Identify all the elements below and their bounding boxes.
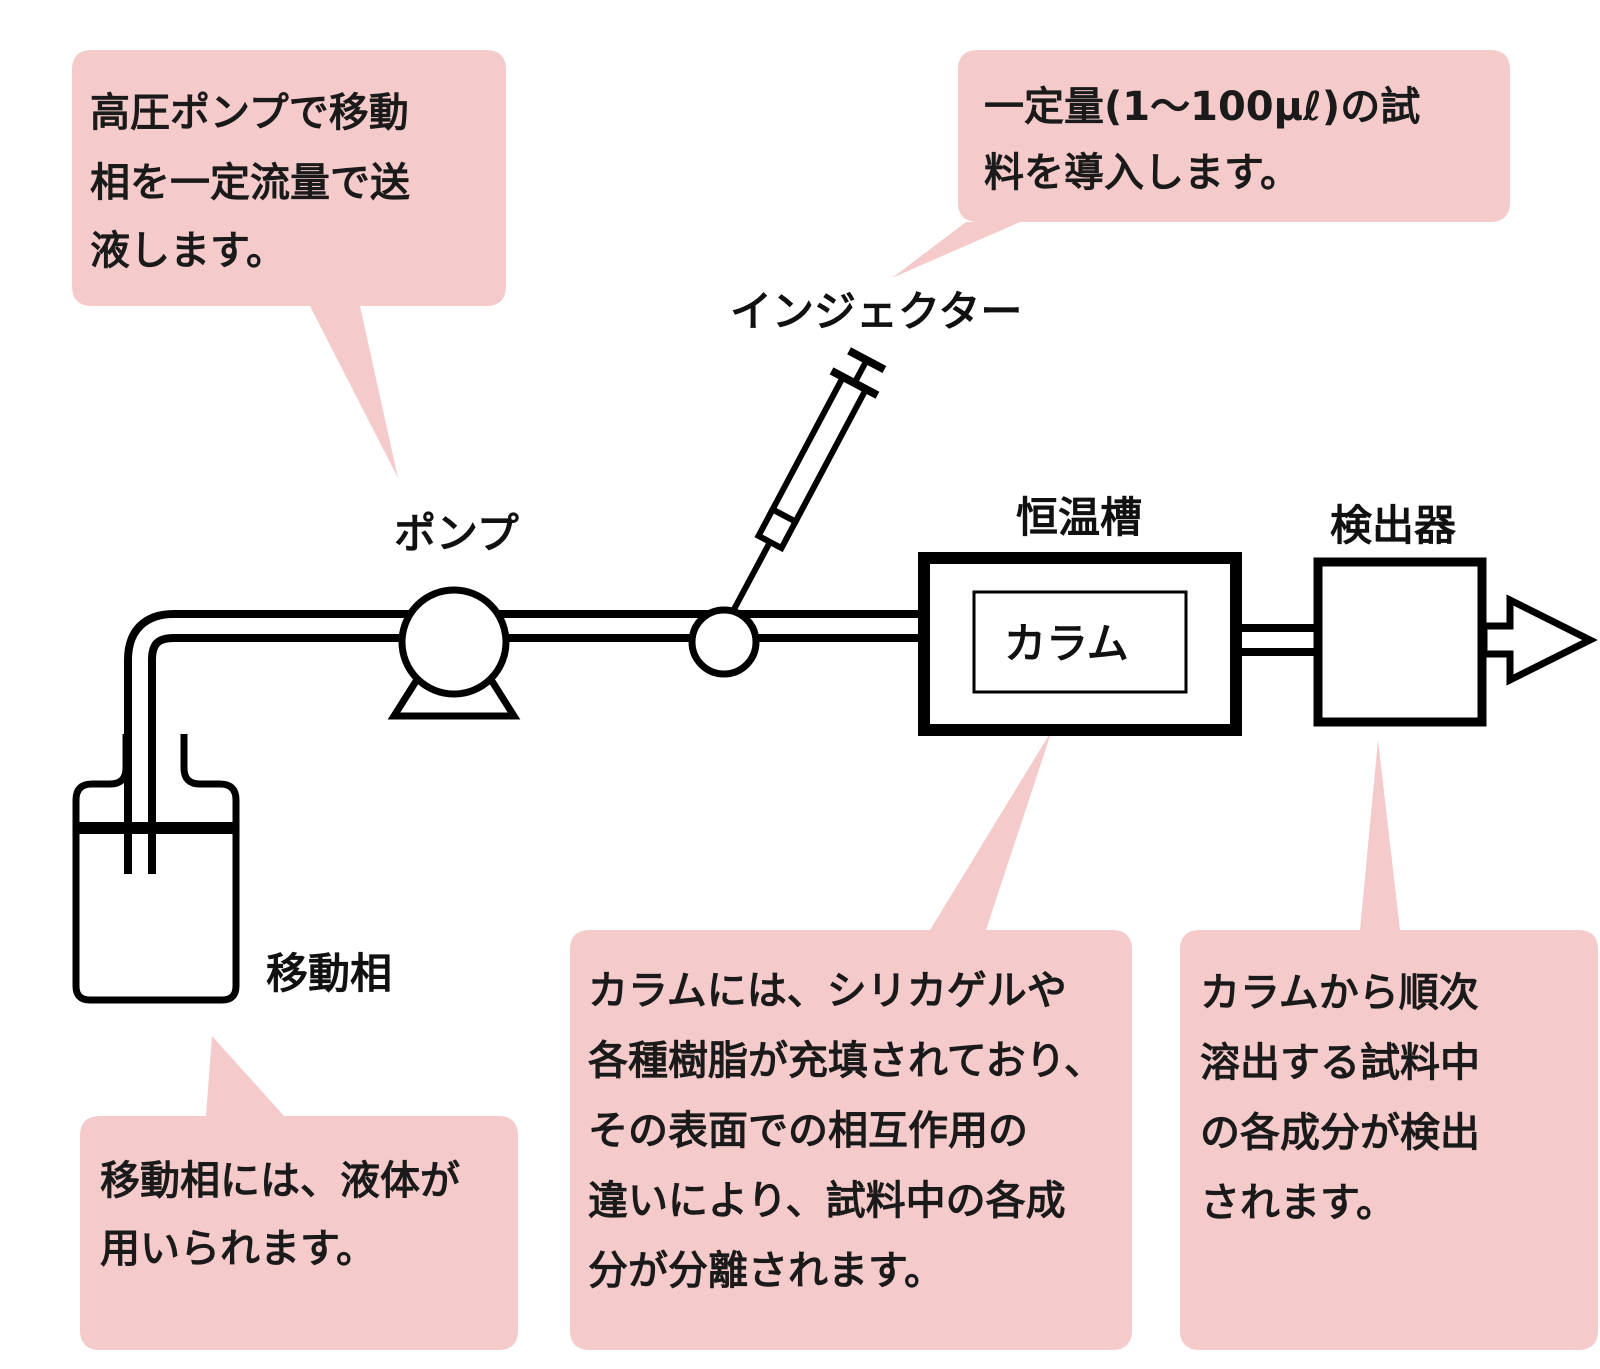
injection-valve-icon: [688, 606, 760, 678]
callout-detector-line-1: カラムから順次: [1200, 970, 1479, 1016]
callout-pump-line-2: 相を一定流量で送: [90, 160, 410, 206]
callout-column-line-3: その表面での相互作用の: [588, 1108, 1028, 1154]
detector-box: [1313, 557, 1487, 727]
outlet-arrow-icon: [1480, 594, 1598, 686]
callout-mobile-phase-line-2: 用いられます。: [100, 1226, 376, 1272]
callout-column: カラムには、シリカゲルや 各種樹脂が充填されており、 その表面での相互作用の 違…: [570, 730, 1132, 1350]
callout-column-line-4: 違いにより、試料中の各成: [588, 1178, 1066, 1224]
callout-column-bubble: [570, 730, 1132, 1350]
bottle-icon: [72, 734, 240, 1004]
callout-mobile-phase-bubble: [80, 1036, 518, 1350]
callout-detector-bubble: [1180, 740, 1598, 1350]
callout-column-line-1: カラムには、シリカゲルや: [588, 968, 1067, 1014]
column-box: [972, 590, 1188, 694]
callout-pump-bubble: [72, 50, 506, 478]
label-mobile-phase: 移動相: [266, 949, 392, 998]
callout-pump-line-3: 液します。: [90, 228, 286, 274]
callout-mobile-phase-line-1: 移動相には、液体が: [100, 1158, 460, 1204]
label-detector: 検出器: [1330, 501, 1457, 550]
callout-injector-line-1: 一定量(1〜100μℓ)の試: [984, 84, 1420, 130]
callout-mobile-phase: 移動相には、液体が 用いられます。: [80, 1036, 518, 1350]
callout-pump-line-1: 高圧ポンプで移動: [90, 90, 409, 136]
label-injector: インジェクター: [730, 287, 1022, 336]
callout-detector-line-3: の各成分が検出: [1200, 1110, 1480, 1156]
callout-detector: カラムから順次 溶出する試料中 の各成分が検出 されます。: [1180, 740, 1598, 1350]
pump-icon: [387, 586, 521, 720]
callout-column-line-2: 各種樹脂が充填されており、: [588, 1038, 1104, 1084]
callout-injector: 一定量(1〜100μℓ)の試 料を導入します。: [892, 50, 1510, 278]
syringe-icon: [721, 347, 887, 630]
callout-detector-line-2: 溶出する試料中: [1200, 1040, 1480, 1086]
flow-tubing: [124, 610, 1320, 874]
callout-injector-bubble: [892, 50, 1510, 278]
callout-injector-line-2: 料を導入します。: [984, 150, 1300, 196]
label-pump: ポンプ: [394, 509, 519, 558]
callout-detector-line-4: されます。: [1200, 1180, 1396, 1226]
callout-column-line-5: 分が分離されます。: [588, 1248, 944, 1294]
label-thermostat: 恒温槽: [1016, 493, 1142, 542]
label-column: カラム: [1004, 619, 1129, 668]
callout-pump: 高圧ポンプで移動 相を一定流量で送 液します。: [72, 50, 506, 478]
